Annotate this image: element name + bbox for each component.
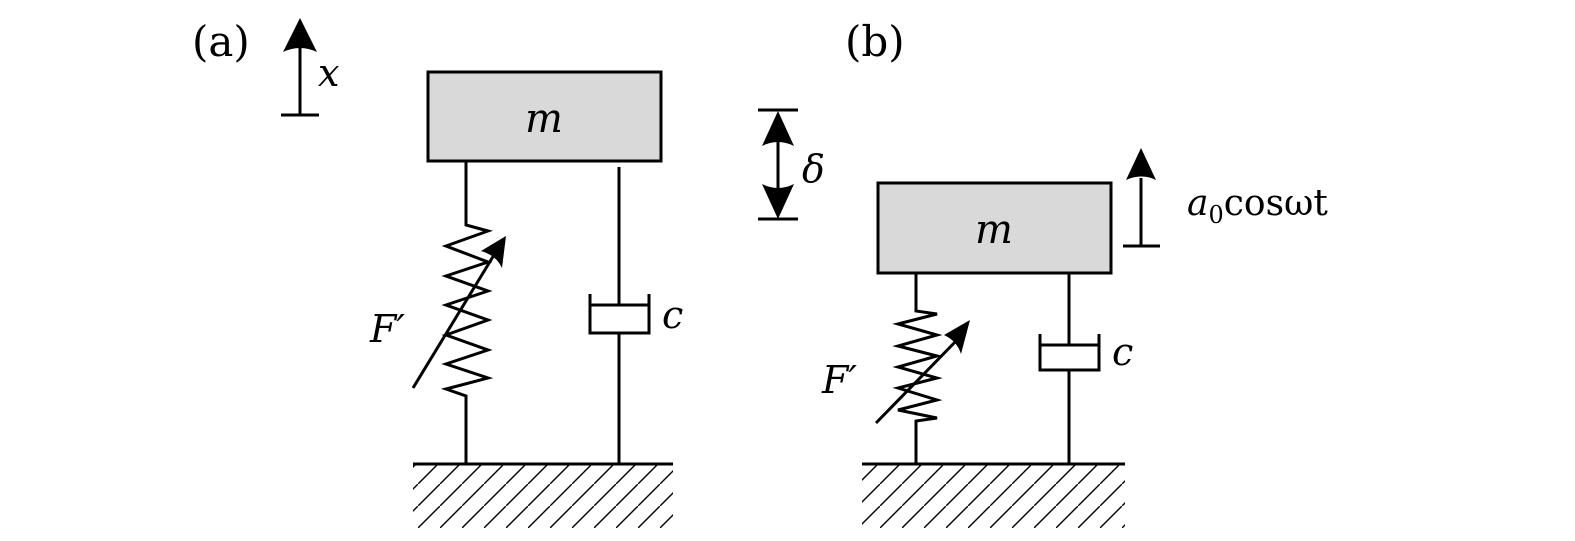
- panel-a: (a) x m F′ c: [192, 17, 825, 528]
- variable-arrow-shaft: [411, 254, 496, 389]
- damper: [1038, 273, 1101, 464]
- gap-label: δ: [802, 147, 825, 191]
- arrow-up-icon: [762, 111, 794, 146]
- panel-b: (b) m a0cosωt F′ c: [821, 17, 1328, 528]
- displacement-label: x: [318, 51, 339, 95]
- mass-block: [426, 70, 663, 163]
- mass-label: m: [525, 96, 563, 142]
- ground-hatch: [862, 465, 1125, 528]
- damper: [588, 167, 651, 464]
- arrow-down-icon: [762, 184, 794, 219]
- damper-label: c: [1112, 330, 1133, 374]
- spring-coil: [440, 161, 494, 464]
- excitation-subscript: 0: [1208, 201, 1223, 229]
- nonlinear-spring: [874, 273, 970, 464]
- spring-coil: [892, 273, 943, 464]
- ground: [413, 462, 673, 528]
- excitation-amplitude-symbol: a: [1187, 183, 1208, 224]
- variable-arrow-head-icon: [944, 320, 970, 354]
- spring-label: F′: [821, 358, 857, 402]
- mass-label: m: [975, 207, 1013, 253]
- ground-hatch: [413, 465, 673, 528]
- variable-arrow-shaft: [874, 337, 960, 425]
- excitation-label: a0cosωt: [1187, 183, 1328, 229]
- x-displacement-arrow: [281, 18, 319, 117]
- nonlinear-spring: [411, 161, 506, 464]
- damper-label: c: [662, 293, 683, 337]
- ground: [862, 462, 1125, 528]
- panel-a-label: (a): [192, 17, 250, 66]
- excitation-function: cosωt: [1224, 183, 1329, 224]
- spring-label: F′: [369, 307, 405, 351]
- panel-b-label: (b): [845, 17, 905, 66]
- variable-arrow-head-icon: [481, 236, 506, 268]
- mass-block: [876, 181, 1113, 275]
- arrow-up-icon: [1126, 148, 1156, 180]
- arrow-up-icon: [283, 18, 317, 52]
- base-excitation-arrow: [1123, 148, 1160, 248]
- delta-gap-arrow: [758, 108, 798, 221]
